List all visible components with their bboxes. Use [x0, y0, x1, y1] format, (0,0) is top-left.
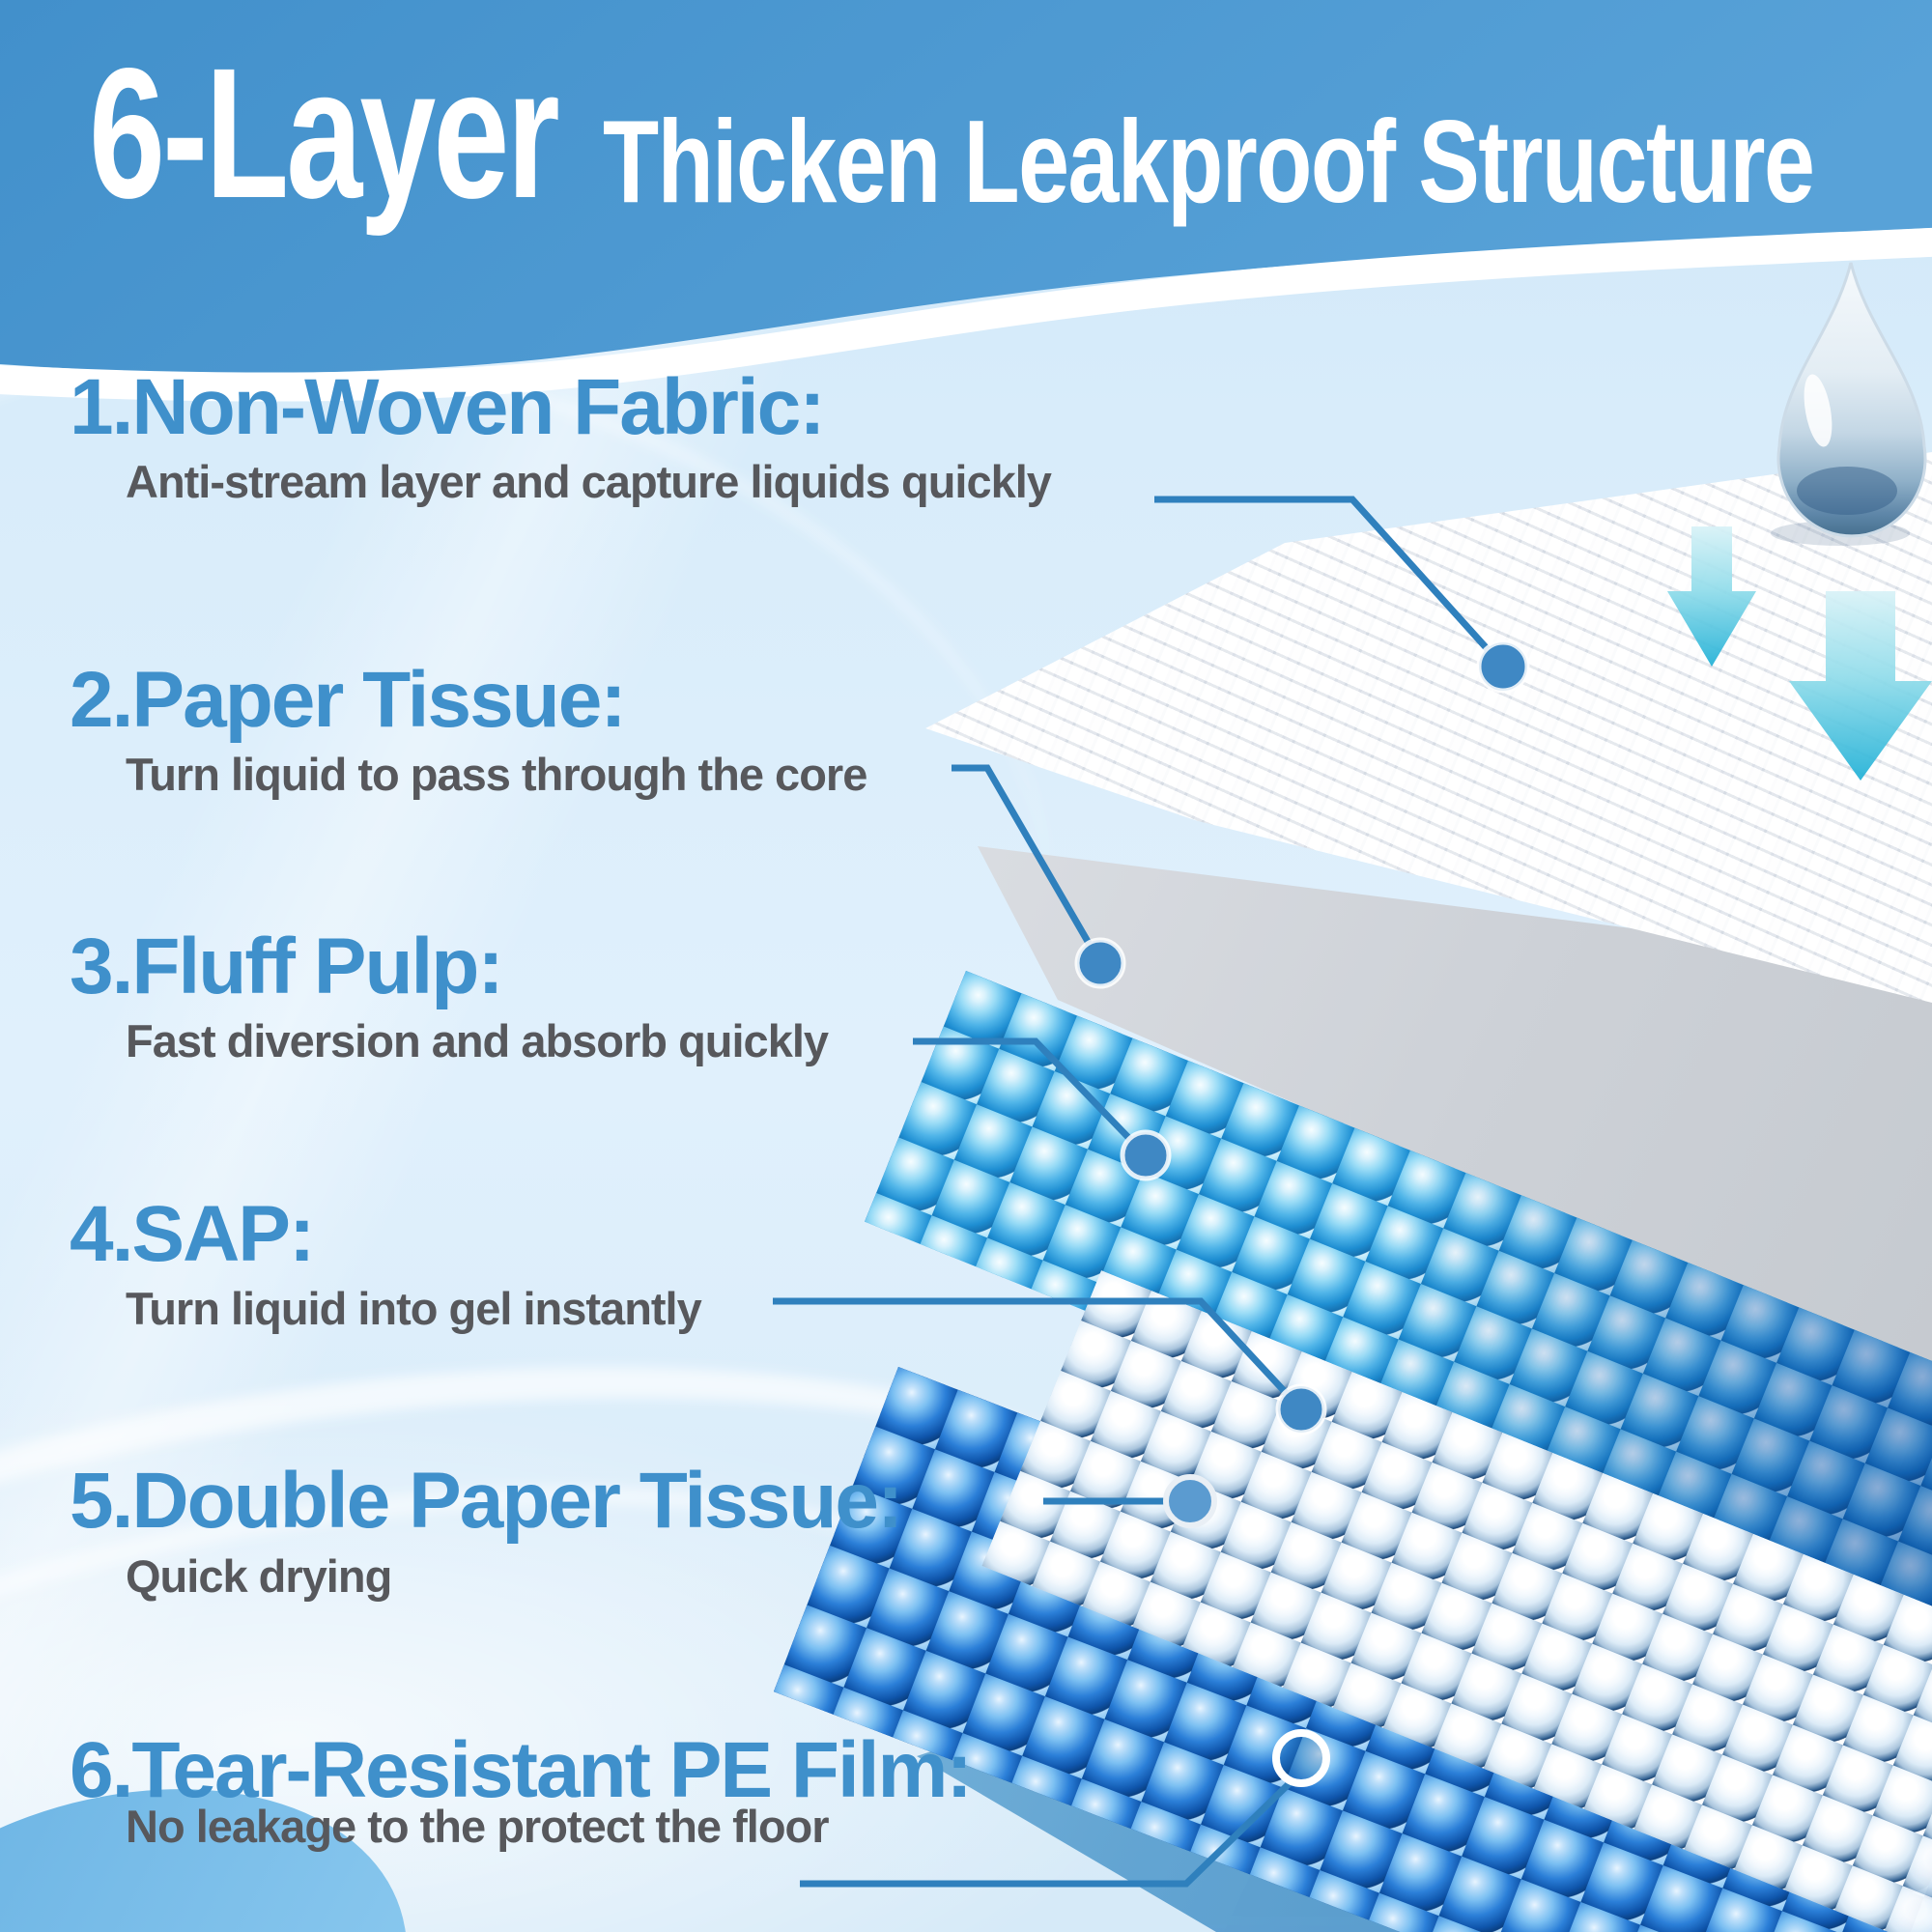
leader-dot-double-tissue	[1163, 1474, 1217, 1528]
water-drop-icon	[1771, 262, 1927, 546]
section-desc-double-tissue: Quick drying	[126, 1550, 392, 1602]
leader-line-double-tissue	[1043, 1474, 1217, 1528]
leader-dot-fluff-pulp	[1120, 1129, 1172, 1181]
page-title-emphasis: 6-Layer	[89, 29, 560, 237]
section-title-nonwoven: 1.Non-Woven Fabric:	[70, 368, 826, 447]
leader-dot-nonwoven	[1476, 639, 1530, 694]
section-name: Paper Tissue:	[131, 656, 626, 744]
header-band	[0, 0, 1932, 402]
section-desc-paper-tissue: Turn liquid to pass through the core	[126, 749, 867, 800]
section-desc-pe-film: No leakage to the protect the floor	[126, 1801, 830, 1852]
section-desc-nonwoven: Anti-stream layer and capture liquids qu…	[126, 456, 1052, 507]
section-name: SAP:	[131, 1190, 315, 1278]
leader-dot-sap	[1275, 1383, 1327, 1435]
section-desc-sap: Turn liquid into gel instantly	[126, 1283, 702, 1334]
section-number: 3.	[70, 923, 133, 1010]
section-title-pe-film: 6.Tear-Resistant PE Film:	[70, 1731, 973, 1810]
section-name: Tear-Resistant PE Film:	[131, 1726, 972, 1814]
section-number: 2.	[70, 656, 133, 744]
section-title-fluff-pulp: 3.Fluff Pulp:	[70, 927, 504, 1007]
section-number: 4.	[70, 1190, 133, 1278]
section-title-double-tissue: 5.Double Paper Tissue:	[70, 1462, 903, 1541]
leader-ring-pe-film	[1272, 1729, 1330, 1787]
section-name: Non-Woven Fabric:	[131, 363, 825, 451]
section-number: 1.	[70, 363, 133, 451]
leader-line-nonwoven	[1154, 496, 1530, 694]
wave-divider	[0, 227, 1932, 402]
section-title-sap: 4.SAP:	[70, 1195, 315, 1274]
leader-dot-paper-tissue	[1074, 937, 1126, 989]
leader-line-pe-film	[800, 1729, 1330, 1888]
down-arrow-icon-small	[1667, 526, 1756, 667]
section-number: 6.	[70, 1726, 133, 1814]
section-name: Double Paper Tissue:	[131, 1457, 903, 1545]
page-title-rest: Thicken Leakproof Structure	[603, 96, 1815, 227]
leader-line-fluff-pulp	[913, 1037, 1172, 1181]
leader-line-paper-tissue	[952, 764, 1126, 989]
leader-line-sap	[773, 1297, 1327, 1435]
section-title-paper-tissue: 2.Paper Tissue:	[70, 661, 627, 740]
section-name: Fluff Pulp:	[131, 923, 503, 1010]
section-number: 5.	[70, 1457, 133, 1545]
section-desc-fluff-pulp: Fast diversion and absorb quickly	[126, 1015, 829, 1066]
down-arrow-icon-large	[1789, 591, 1932, 781]
